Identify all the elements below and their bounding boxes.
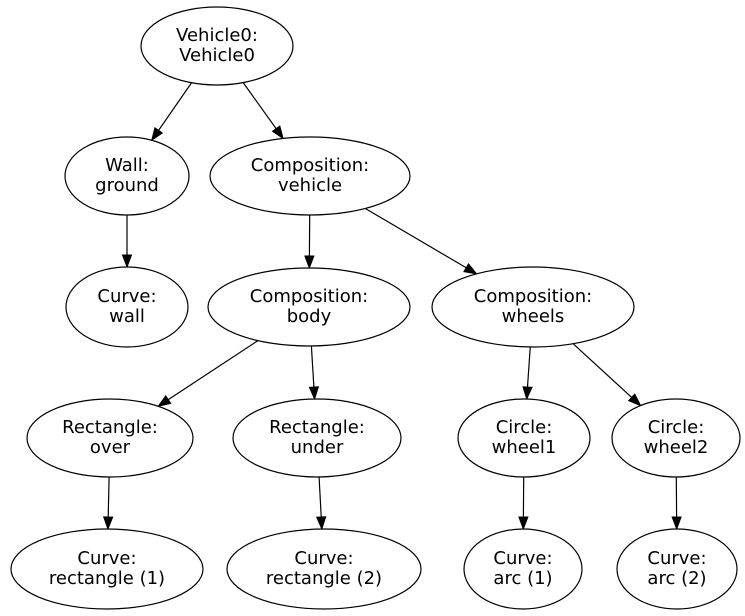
node-label-vehicle0: Vehicle0:Vehicle0 bbox=[176, 25, 258, 66]
arrowhead-icon-vehicle0-wall_ground bbox=[150, 126, 164, 142]
edge-rect_under-curve_rect2 bbox=[318, 476, 322, 518]
node-ellipse-wall_ground bbox=[64, 136, 190, 216]
node-ellipse-comp_vehicle bbox=[209, 136, 411, 216]
arrowhead-icon-rect_under-curve_rect2 bbox=[315, 516, 327, 531]
node-label-curve_arc2: Curve:arc (2) bbox=[647, 548, 706, 589]
node-label-line1-vehicle0: Vehicle0: bbox=[176, 25, 258, 46]
node-label-line1-circle_wheel2: Circle: bbox=[648, 417, 705, 438]
node-label-line2-comp_wheels: wheels bbox=[502, 306, 565, 327]
node-label-rect_over: Rectangle:over bbox=[62, 417, 158, 458]
node-label-curve_arc1: Curve:arc (1) bbox=[493, 548, 552, 589]
node-label-line2-curve_arc1: arc (1) bbox=[493, 568, 552, 589]
node-label-line1-curve_rect2: Curve: bbox=[294, 548, 353, 569]
edge-comp_body-rect_over bbox=[167, 340, 259, 401]
node-ellipse-curve_rect1 bbox=[10, 528, 204, 610]
arrowhead-icon-comp_body-rect_under bbox=[308, 386, 320, 401]
node-label-line2-rect_over: over bbox=[90, 437, 131, 458]
edge-vehicle0-wall_ground bbox=[158, 82, 193, 131]
node-label-line2-circle_wheel2: wheel2 bbox=[644, 437, 709, 458]
node-label-line1-curve_arc1: Curve: bbox=[493, 548, 552, 569]
node-ellipse-comp_body bbox=[207, 267, 411, 347]
arrowhead-icon-comp_vehicle-comp_body bbox=[304, 255, 315, 270]
node-label-curve_rect2: Curve:rectangle (2) bbox=[266, 548, 382, 589]
node-label-circle_wheel1: Circle:wheel1 bbox=[492, 417, 557, 458]
node-ellipse-rect_over bbox=[26, 398, 194, 478]
node-label-line1-comp_vehicle: Composition: bbox=[251, 155, 369, 176]
node-label-line1-comp_body: Composition: bbox=[250, 286, 368, 307]
edge-comp_vehicle-comp_wheels bbox=[365, 207, 467, 269]
node-ellipse-comp_wheels bbox=[431, 266, 635, 348]
arrowhead-icon-comp_wheels-circle_wheel1 bbox=[522, 386, 533, 401]
node-label-line2-curve_rect2: rectangle (2) bbox=[266, 568, 382, 589]
edge-comp_wheels-circle_wheel1 bbox=[526, 346, 531, 388]
node-label-wall_ground: Wall:ground bbox=[95, 155, 159, 196]
node-label-line2-comp_vehicle: vehicle bbox=[278, 175, 342, 196]
arrowhead-icon-comp_body-rect_over bbox=[157, 395, 172, 408]
node-label-line1-rect_over: Rectangle: bbox=[62, 417, 158, 438]
arrowhead-icon-wall_ground-curve_wall bbox=[121, 254, 133, 269]
arrowhead-icon-comp_wheels-circle_wheel2 bbox=[627, 393, 642, 407]
node-label-comp_body: Composition:body bbox=[250, 286, 368, 327]
node-label-line1-comp_wheels: Composition: bbox=[474, 286, 592, 307]
node-label-comp_vehicle: Composition:vehicle bbox=[251, 155, 369, 196]
node-ellipse-curve_arc1 bbox=[463, 528, 583, 610]
node-label-line2-comp_body: body bbox=[287, 306, 332, 327]
node-label-line2-curve_arc2: arc (2) bbox=[647, 568, 706, 589]
node-label-line2-vehicle0: Vehicle0 bbox=[179, 45, 255, 66]
node-label-curve_rect1: Curve:rectangle (1) bbox=[49, 548, 165, 589]
edges-layer bbox=[102, 82, 682, 531]
edge-vehicle0-comp_vehicle bbox=[242, 82, 277, 130]
node-label-line2-rect_under: under bbox=[291, 437, 344, 458]
edge-comp_body-rect_under bbox=[310, 345, 315, 388]
node-label-line1-rect_under: Rectangle: bbox=[269, 417, 365, 438]
node-label-line2-wall_ground: ground bbox=[95, 175, 159, 196]
node-ellipse-curve_rect2 bbox=[226, 528, 422, 610]
node-label-comp_wheels: Composition:wheels bbox=[474, 286, 592, 327]
node-label-line2-curve_wall: wall bbox=[109, 306, 145, 327]
node-ellipse-vehicle0 bbox=[140, 6, 294, 86]
node-label-line1-circle_wheel1: Circle: bbox=[496, 417, 553, 438]
node-label-line1-curve_rect1: Curve: bbox=[77, 548, 136, 569]
node-label-rect_under: Rectangle:under bbox=[269, 417, 365, 458]
node-label-line2-curve_rect1: rectangle (1) bbox=[49, 568, 165, 589]
edge-rect_over-curve_rect1 bbox=[107, 476, 110, 518]
node-label-line1-wall_ground: Wall: bbox=[105, 155, 149, 176]
node-ellipse-curve_arc2 bbox=[616, 528, 738, 610]
arrowhead-icon-rect_over-curve_rect1 bbox=[102, 516, 114, 531]
node-label-line1-curve_arc2: Curve: bbox=[647, 548, 706, 569]
arrowhead-icon-circle_wheel2-curve_arc2 bbox=[671, 516, 682, 531]
arrowhead-icon-vehicle0-comp_vehicle bbox=[271, 125, 284, 140]
nodes-layer: Vehicle0:Vehicle0Wall:groundComposition:… bbox=[10, 6, 741, 610]
node-ellipse-circle_wheel2 bbox=[611, 398, 741, 478]
node-label-line2-circle_wheel1: wheel1 bbox=[492, 437, 557, 458]
node-label-curve_wall: Curve:wall bbox=[97, 286, 156, 327]
node-ellipse-circle_wheel1 bbox=[457, 398, 591, 478]
node-ellipse-curve_wall bbox=[65, 266, 189, 348]
node-label-circle_wheel2: Circle:wheel2 bbox=[644, 417, 709, 458]
arrowhead-icon-circle_wheel1-curve_arc1 bbox=[518, 516, 529, 531]
node-ellipse-rect_under bbox=[232, 398, 402, 478]
node-label-line1-curve_wall: Curve: bbox=[97, 286, 156, 307]
edge-comp_wheels-circle_wheel2 bbox=[572, 343, 633, 398]
arrowhead-icon-comp_vehicle-comp_wheels bbox=[463, 262, 478, 275]
